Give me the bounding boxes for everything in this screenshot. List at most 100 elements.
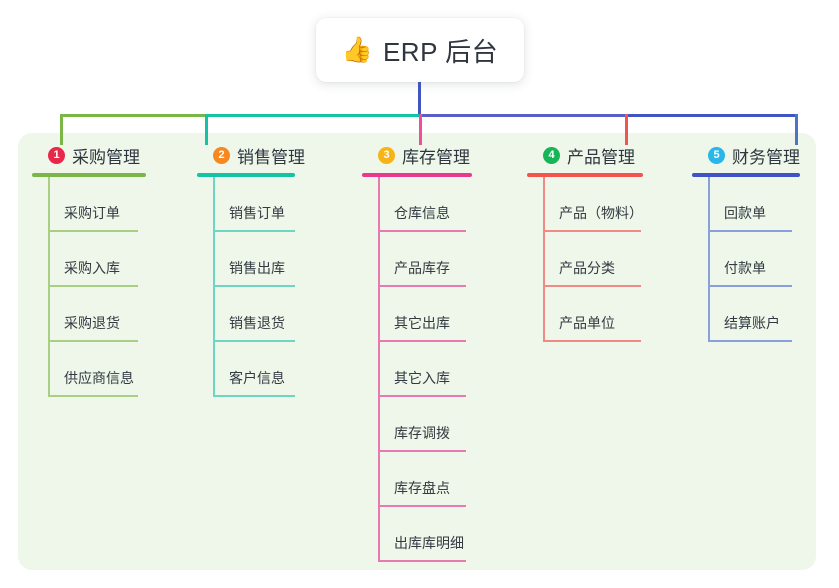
menu-item-rule <box>378 285 466 287</box>
menu-item[interactable]: 客户信息 <box>213 342 312 397</box>
menu-item[interactable]: 产品（物料） <box>543 177 647 232</box>
menu-item[interactable]: 采购订单 <box>48 177 150 232</box>
menu-item[interactable]: 出库库明细 <box>378 507 480 562</box>
connector-bus-segment-1 <box>60 114 205 117</box>
column-rule-5 <box>692 173 800 177</box>
menu-item-rule <box>708 230 792 232</box>
menu-item-rule <box>708 285 792 287</box>
column-spine-4 <box>543 177 545 342</box>
menu-item[interactable]: 销售出库 <box>213 232 312 287</box>
menu-item-rule <box>543 230 641 232</box>
menu-item-rule <box>378 450 466 452</box>
menu-item-rule <box>213 395 295 397</box>
menu-item-label: 客户信息 <box>229 370 285 386</box>
menu-item[interactable]: 回款单 <box>708 177 802 232</box>
menu-item[interactable]: 其它出库 <box>378 287 480 342</box>
column-badge-3: 3 <box>378 146 395 164</box>
menu-item[interactable]: 库存调拨 <box>378 397 480 452</box>
connector-drop-2 <box>205 114 208 145</box>
column-rule-1 <box>32 173 146 177</box>
column-title-4: 产品管理 <box>567 147 635 167</box>
menu-item-label: 回款单 <box>724 205 766 221</box>
menu-item-label: 库存调拨 <box>394 425 450 441</box>
menu-item-rule <box>213 285 295 287</box>
column-spine-2 <box>213 177 215 397</box>
column-rule-3 <box>362 173 472 177</box>
menu-item[interactable]: 产品单位 <box>543 287 647 342</box>
menu-item-label: 销售退货 <box>229 315 285 331</box>
menu-item-rule <box>213 230 295 232</box>
column-spine-5 <box>708 177 710 342</box>
column-body-5: 回款单付款单结算账户 <box>708 177 802 342</box>
menu-item-label: 其它出库 <box>394 315 450 331</box>
column-rule-2 <box>197 173 295 177</box>
column-title-3: 库存管理 <box>402 147 470 167</box>
column-body-4: 产品（物料） 产品分类产品单位 <box>543 177 647 342</box>
menu-item[interactable]: 结算账户 <box>708 287 802 342</box>
menu-item-label: 产品分类 <box>559 260 615 276</box>
menu-item[interactable]: 采购入库 <box>48 232 150 287</box>
menu-item-label: 销售出库 <box>229 260 285 276</box>
menu-item[interactable]: 销售订单 <box>213 177 312 232</box>
menu-item-rule <box>378 395 466 397</box>
column-rule-4 <box>527 173 643 177</box>
connector-drop-4 <box>625 114 628 145</box>
connector-bus-segment-2 <box>205 114 420 117</box>
connector-bus-segment-3 <box>420 114 625 117</box>
column-body-1: 采购订单采购入库采购退货供应商信息 <box>48 177 150 397</box>
menu-item-rule <box>213 340 295 342</box>
menu-item-label: 库存盘点 <box>394 480 450 496</box>
menu-item-label: 销售订单 <box>229 205 285 221</box>
column-title-2: 销售管理 <box>237 147 305 167</box>
connector-bus-segment-4 <box>625 114 797 117</box>
column-header-4[interactable]: 4 产品管理 <box>527 142 647 168</box>
menu-item[interactable]: 付款单 <box>708 232 802 287</box>
menu-item-label: 付款单 <box>724 260 766 276</box>
menu-item-rule <box>48 340 138 342</box>
menu-item-label: 产品（物料） <box>559 205 643 221</box>
root-node-title: ERP 后台 <box>382 36 499 67</box>
connector-drop-5 <box>795 114 798 145</box>
column-body-2: 销售订单销售出库销售退货客户信息 <box>213 177 312 397</box>
column-badge-5: 5 <box>708 146 725 164</box>
column-spine-1 <box>48 177 50 397</box>
column-3: 3 库存管理仓库信息产品库存其它出库其它入库库存调拨库存盘点出库库明细 <box>362 142 480 562</box>
menu-item-label: 采购入库 <box>64 260 120 276</box>
menu-item[interactable]: 产品库存 <box>378 232 480 287</box>
root-node-card[interactable]: 👍 ERP 后台 <box>316 18 524 82</box>
menu-item[interactable]: 仓库信息 <box>378 177 480 232</box>
column-spine-3 <box>378 177 380 562</box>
menu-item-label: 产品库存 <box>394 260 450 276</box>
root-node-content: 👍 ERP 后台 <box>342 32 498 69</box>
menu-item[interactable]: 其它入库 <box>378 342 480 397</box>
menu-item-rule <box>378 230 466 232</box>
column-header-3[interactable]: 3 库存管理 <box>362 142 480 168</box>
menu-item-rule <box>543 285 641 287</box>
menu-item-rule <box>708 340 792 342</box>
column-4: 4 产品管理产品（物料） 产品分类产品单位 <box>527 142 647 342</box>
menu-item-label: 采购订单 <box>64 205 120 221</box>
diagram-panel <box>18 133 816 570</box>
menu-item-label: 产品单位 <box>559 315 615 331</box>
menu-item[interactable]: 产品分类 <box>543 232 647 287</box>
connector-trunk <box>418 82 421 116</box>
menu-item-label: 其它入库 <box>394 370 450 386</box>
menu-item-rule <box>48 285 138 287</box>
menu-item[interactable]: 销售退货 <box>213 287 312 342</box>
menu-item[interactable]: 采购退货 <box>48 287 150 342</box>
menu-item-rule <box>48 230 138 232</box>
menu-item[interactable]: 供应商信息 <box>48 342 150 397</box>
column-badge-4: 4 <box>543 146 560 164</box>
menu-item-rule <box>543 340 641 342</box>
menu-item-label: 结算账户 <box>724 315 780 331</box>
column-badge-1: 1 <box>48 146 65 164</box>
menu-item[interactable]: 库存盘点 <box>378 452 480 507</box>
menu-item-label: 采购退货 <box>64 315 120 331</box>
menu-item-label: 仓库信息 <box>394 205 450 221</box>
